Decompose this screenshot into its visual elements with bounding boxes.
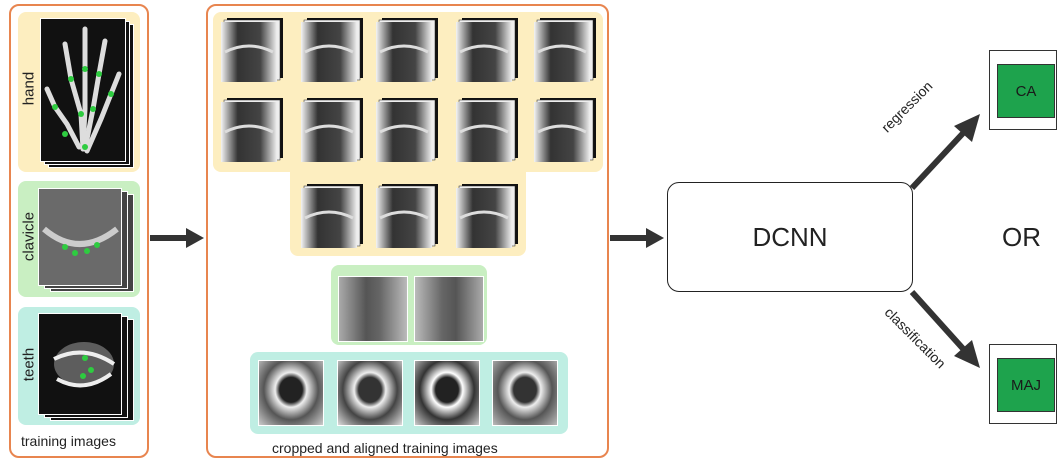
hand-xray-stack [38,18,134,168]
clavicle-xray-image [39,189,121,285]
arrow-to-crops [150,226,206,250]
clavicle-xray-stack [38,188,134,292]
crop-hand-1 [221,18,283,82]
teeth-label: teeth [21,325,38,405]
maj-output-box: MAJ [997,358,1055,412]
crop-teeth-2 [337,360,403,426]
teeth-xray-stack [38,313,134,421]
hand-label: hand [21,49,38,129]
dcnn-box: DCNN [667,182,913,292]
crop-clavicle-2 [414,276,484,342]
ca-output-box: CA [997,64,1055,118]
ca-label: CA [1016,83,1037,100]
maj-label: MAJ [1011,377,1041,394]
crop-clavicle-1 [338,276,408,342]
or-label: OR [1002,222,1041,253]
arrow-to-dcnn [610,226,666,250]
clavicle-label: clavicle [21,197,38,277]
crop-teeth-1 [258,360,324,426]
dcnn-label: DCNN [752,222,827,253]
hand-xray-image [41,19,125,161]
teeth-xray-image [39,314,121,414]
crop-teeth-3 [414,360,480,426]
cropped-images-caption: cropped and aligned training images [272,440,498,456]
crop-teeth-4 [492,360,558,426]
training-images-caption: training images [21,433,116,449]
